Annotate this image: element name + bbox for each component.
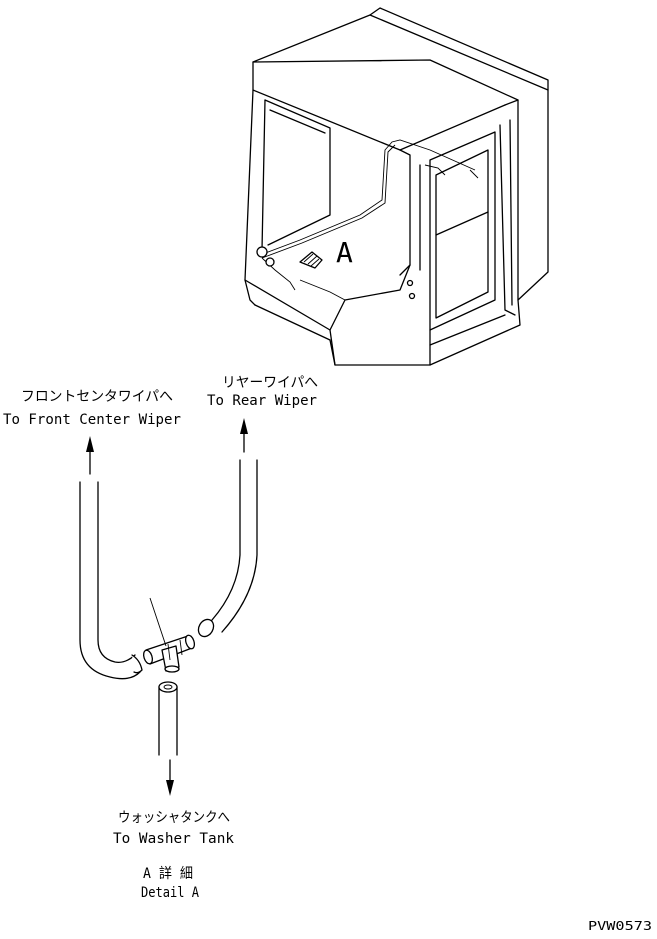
washer-tank-hose (158, 681, 178, 756)
washer-tank-label-en: To Washer Tank (113, 831, 235, 847)
tee-fitting (142, 597, 196, 673)
detail-title-jp: A 詳 細 (143, 866, 193, 882)
detail-title-en: Detail A (141, 885, 199, 901)
rear-wiper-label-en: To Rear Wiper (207, 393, 317, 409)
washer-tank-arrow (166, 759, 174, 796)
front-wiper-label-en: To Front Center Wiper (3, 412, 181, 428)
rear-wiper-label-jp: リヤーワイパへ (222, 375, 318, 391)
washer-tank-label-jp: ウォッシャタンクへ (118, 810, 230, 826)
cab-illustration (244, 7, 549, 366)
front-wiper-arrow (86, 436, 94, 475)
front-wiper-hose (79, 481, 143, 680)
rear-wiper-hose (197, 459, 258, 638)
drawing-code: PVW0573 (588, 919, 652, 933)
front-wiper-label-jp: フロントセンタワイパへ (21, 389, 173, 405)
view-marker-label: A (336, 236, 353, 269)
rear-wiper-arrow (240, 418, 248, 453)
